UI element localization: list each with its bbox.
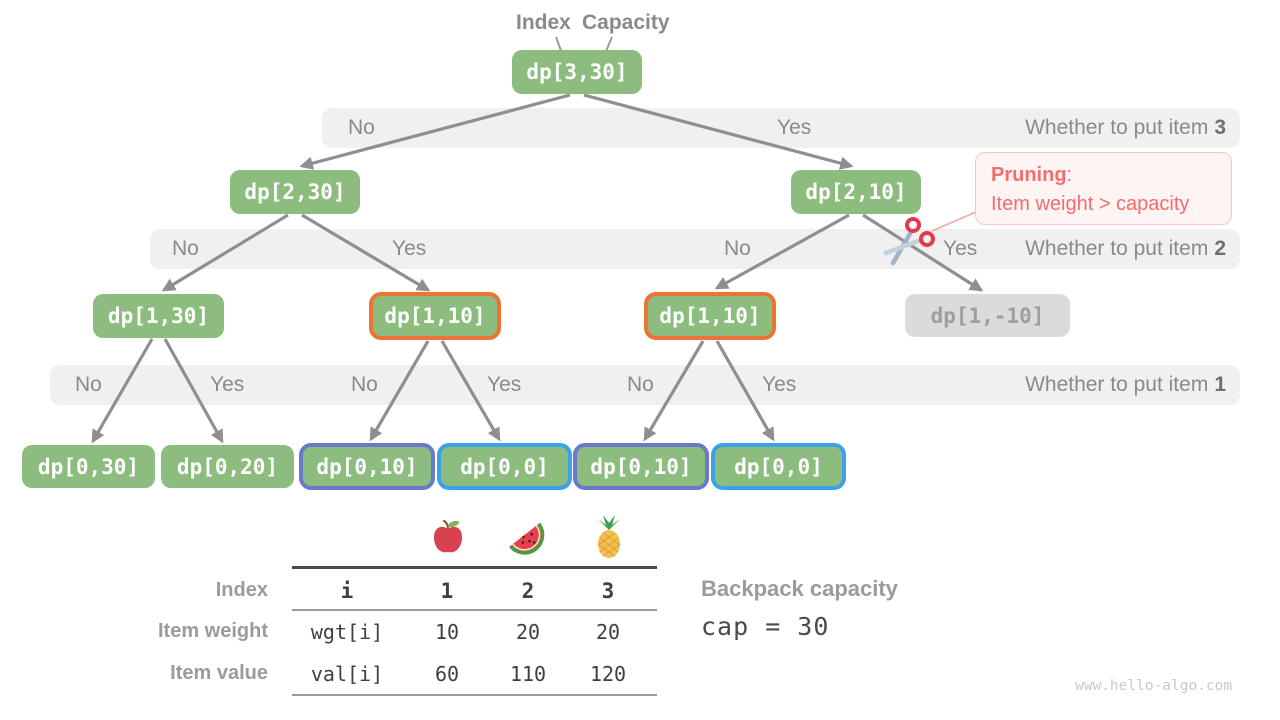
pineapple-icon xyxy=(597,515,621,558)
band3-yes-label: Yes xyxy=(777,116,812,139)
backpack-capacity-value: cap = 30 xyxy=(701,612,830,641)
tree-node-dp-1-10-b: dp[1,10] xyxy=(644,292,776,340)
band1-yes1-label: Yes xyxy=(210,373,245,396)
table-rowlabel-index: Index xyxy=(215,579,268,601)
tree-node-dp-1-30: dp[1,30] xyxy=(93,294,224,338)
table-rowlabel-value: Item value xyxy=(170,662,268,684)
capacity-label: Capacity xyxy=(582,11,670,34)
table-cell: val[i] xyxy=(310,662,384,686)
table-cell: 2 xyxy=(521,579,535,603)
band3-no-label: No xyxy=(348,116,375,139)
tree-node-dp-0-10-b: dp[0,10] xyxy=(573,443,709,490)
table-cell: 120 xyxy=(589,662,627,686)
table-cell: 10 xyxy=(434,620,460,644)
tree-node-dp-0-0-a: dp[0,0] xyxy=(437,443,572,490)
tree-node-dp-0-0-b: dp[0,0] xyxy=(711,443,846,490)
table-cell: wgt[i] xyxy=(310,620,384,644)
table-cell: 110 xyxy=(509,662,547,686)
band2-no2-label: No xyxy=(724,237,751,260)
band-item-1: No Yes No Yes No Yes Whether to put item… xyxy=(50,365,1240,405)
pruning-title-line: Pruning: xyxy=(991,164,1073,186)
band1-yes3-label: Yes xyxy=(762,373,797,396)
watermark: www.hello-algo.com xyxy=(1075,678,1233,694)
tree-node-dp-2-30: dp[2,30] xyxy=(230,170,360,214)
watermelon-icon xyxy=(508,522,545,555)
tree-node-root: dp[3,30] xyxy=(512,50,642,94)
pruning-connector-line xyxy=(931,211,977,232)
scissors-icon xyxy=(883,217,935,266)
index-label: Index xyxy=(516,11,571,34)
table-cell: 60 xyxy=(434,662,460,686)
band2-yes1-label: Yes xyxy=(392,237,427,260)
tree-node-dp-1-neg10: dp[1,-10] xyxy=(905,294,1070,337)
table-bottom-rule xyxy=(292,694,657,696)
band2-yes2-label: Yes xyxy=(943,237,978,260)
tree-edges xyxy=(91,93,984,444)
apple-icon xyxy=(434,519,462,553)
table-rowlabel-weight: Item weight xyxy=(157,620,268,642)
band1-no3-label: No xyxy=(627,373,654,396)
band1-yes2-label: Yes xyxy=(487,373,522,396)
table-cell: 20 xyxy=(515,620,541,644)
table-cell: 1 xyxy=(440,579,454,603)
table-cell: i xyxy=(340,579,354,603)
pruning-text: Item weight > capacity xyxy=(991,193,1190,215)
pruning-callout: Pruning: Item weight > capacity xyxy=(975,152,1232,225)
tree-node-dp-1-10-a: dp[1,10] xyxy=(369,292,501,340)
table-top-rule xyxy=(292,566,657,569)
backpack-capacity-label: Backpack capacity xyxy=(701,576,898,601)
band1-no1-label: No xyxy=(75,373,102,396)
tree-node-dp-0-30: dp[0,30] xyxy=(22,445,155,488)
band1-no2-label: No xyxy=(351,373,378,396)
tree-node-dp-0-20: dp[0,20] xyxy=(161,445,294,488)
band2-no1-label: No xyxy=(172,237,199,260)
table-mid-rule xyxy=(292,609,657,611)
table-cell: 20 xyxy=(595,620,621,644)
tree-node-dp-0-10-a: dp[0,10] xyxy=(299,443,435,490)
tree-node-dp-2-10: dp[2,10] xyxy=(791,170,921,214)
table-cell: 3 xyxy=(601,579,615,603)
